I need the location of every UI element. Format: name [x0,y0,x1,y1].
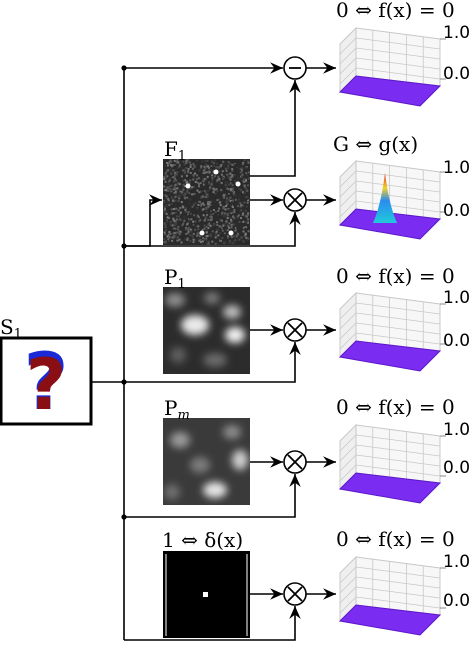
noise-bright-spot [228,230,234,236]
multiply-operator-p1 [283,318,307,342]
image-label-delta: 1 ⇔ δ(x) [162,528,244,552]
surface-plot-p1 [338,291,446,372]
row-delta-wires [124,588,336,641]
surface-plot-delta [338,555,446,636]
noise-image-f1 [163,159,250,245]
multiply-operator-delta [283,582,307,606]
surface-floor [338,604,442,636]
output-label-direct: 0 ⇔ f(x) = 0 [336,0,455,22]
surface-floor [338,75,442,107]
output-label-delta: 0 ⇔ f(x) = 0 [336,527,455,551]
image-label-pm-sub: m [177,408,190,423]
noise-bright-spot [235,181,241,187]
row-p1-wires [124,324,336,383]
noise-bright-spot [185,183,191,189]
multiply-operator-pm [283,450,307,474]
source-box: ? ? [0,336,93,428]
multiply-operator-f1 [283,188,307,212]
surface-floor [338,340,442,372]
svg-text:?: ? [26,344,67,426]
zmin-pm: 0.0 [443,458,471,478]
output-label-pm: 0 ⇔ f(x) = 0 [336,395,455,419]
image-label-p1: P1 [164,267,186,291]
image-label-p1-sub: 1 [177,277,186,292]
surface-floor [338,208,442,240]
pattern-image-p1 [163,287,250,374]
minus-operator [283,56,307,80]
zmin-p1: 0.0 [443,331,471,351]
source-label-main: S [0,315,14,339]
question-mark-icon: ? ? [23,338,68,428]
image-label-pm-main: P [164,396,178,420]
zmax-p1: 1.0 [443,288,471,308]
image-label-p1-main: P [164,265,178,289]
row-f1-wires [124,80,336,247]
pattern-image-pm [163,418,250,505]
zmax-pm: 1.0 [443,420,471,440]
svg-text:?: ? [23,338,68,428]
image-label-f1: F1 [164,139,186,163]
zmin-direct: 0.0 [443,64,471,84]
zmax-delta: 1.0 [443,552,471,572]
surface-plot-direct [338,26,446,107]
noise-bright-spot [199,230,205,236]
source-label-sub: 1 [13,327,22,342]
zmin-delta: 0.0 [443,591,471,611]
zmin-f1: 0.0 [443,201,471,221]
image-label-f1-sub: 1 [177,149,187,164]
noise-bright-spot [213,169,219,175]
zmax-f1: 1.0 [443,158,471,178]
source-label: S1 [0,317,22,341]
surface-peak [373,173,397,223]
image-label-f1-main: F [164,137,178,161]
signal-trunk [91,68,125,640]
output-label-f1: G ⇔ g(x) [333,132,419,156]
delta-image [163,551,250,638]
zmax-direct: 1.0 [443,23,471,43]
image-label-pm: Pm [164,398,190,422]
surface-plot-pm [338,423,446,504]
surface-plot-f1 [338,159,446,240]
row-pm-wires [124,456,336,518]
output-label-p1: 0 ⇔ f(x) = 0 [336,264,455,288]
surface-floor [338,472,442,504]
